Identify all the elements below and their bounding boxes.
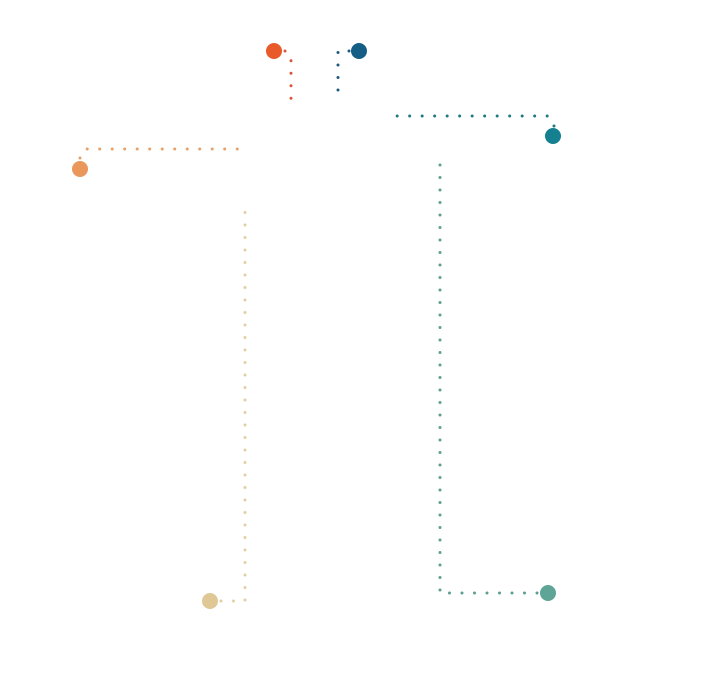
- node-layer: [72, 43, 561, 609]
- node-orange-red[interactable]: [266, 43, 282, 59]
- connector-layer: [78, 49, 556, 603]
- node-navy[interactable]: [351, 43, 367, 59]
- connector-navy: [336, 49, 351, 98]
- connector-light-orange: [78, 147, 250, 160]
- node-teal[interactable]: [545, 128, 561, 144]
- connector-orange-red: [283, 49, 293, 112]
- connector-teal: [384, 114, 556, 128]
- node-sand[interactable]: [202, 593, 218, 609]
- node-sage[interactable]: [540, 585, 556, 601]
- connector-sand: [219, 199, 247, 603]
- node-light-orange[interactable]: [72, 161, 88, 177]
- connector-sage: [438, 151, 539, 595]
